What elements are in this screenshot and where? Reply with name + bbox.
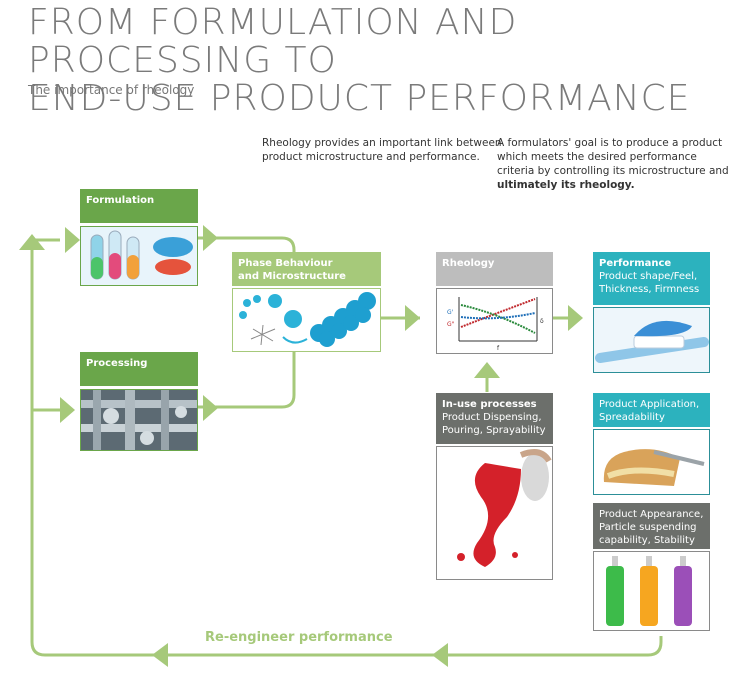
bottles-icon <box>594 552 709 630</box>
arrow-processing-right <box>203 395 218 421</box>
arrow-to-processing <box>60 397 75 423</box>
inuse-image <box>436 446 553 580</box>
g-double-prime-label: G" <box>447 321 455 328</box>
micelle-icon <box>239 292 376 347</box>
arrow-to-formulation <box>65 227 80 253</box>
test-tubes-icon <box>81 227 197 285</box>
arrow-formulation-right <box>203 225 218 251</box>
re-engineer-label: Re-engineer performance <box>205 630 393 645</box>
processing-header: Processing <box>80 352 198 386</box>
arrow-loop-1 <box>432 643 448 667</box>
page-title: FROM FORMULATION AND PROCESSING TO END-U… <box>28 2 691 119</box>
paint-pour-icon <box>437 447 552 579</box>
g-prime-label: G' <box>447 309 454 316</box>
toothbrush-icon <box>594 308 709 372</box>
note-right: A formulators' goal is to produce a prod… <box>497 137 729 191</box>
arrow-to-rheology <box>405 305 420 331</box>
delta-label: δ <box>540 318 544 325</box>
toothbrush-image <box>593 307 710 373</box>
toast-icon <box>594 430 709 494</box>
x-axis-label: f <box>497 345 500 352</box>
formulation-image <box>80 226 198 286</box>
pipes-icon <box>81 390 197 450</box>
application-image <box>593 429 710 495</box>
arrow-loop-up <box>19 234 45 250</box>
performance-header: Performance Product shape/Feel, Thicknes… <box>593 252 710 305</box>
note-left: Rheology provides an important link betw… <box>262 137 502 163</box>
formulation-header: Formulation <box>80 189 198 223</box>
appearance-header: Product Appearance, Particle suspending … <box>593 503 710 549</box>
appearance-image <box>593 551 710 631</box>
page-subtitle: The importance of rheology <box>28 83 195 97</box>
inuse-header: In-use processes Product Dispensing, Pou… <box>436 393 553 444</box>
rheology-graph: G' G" δ f <box>436 288 553 354</box>
phase-behaviour-header: Phase Behaviour and Microstructure <box>232 252 381 286</box>
rheology-plot: G' G" δ f <box>447 297 544 352</box>
rheology-header: Rheology <box>436 252 553 286</box>
arrow-loop-2 <box>152 643 168 667</box>
application-header: Product Application, Spreadability <box>593 393 710 427</box>
microstructure-image <box>232 288 381 352</box>
arrow-to-performance <box>568 305 583 331</box>
processing-image <box>80 389 198 451</box>
arrow-inuse-up <box>474 362 500 378</box>
